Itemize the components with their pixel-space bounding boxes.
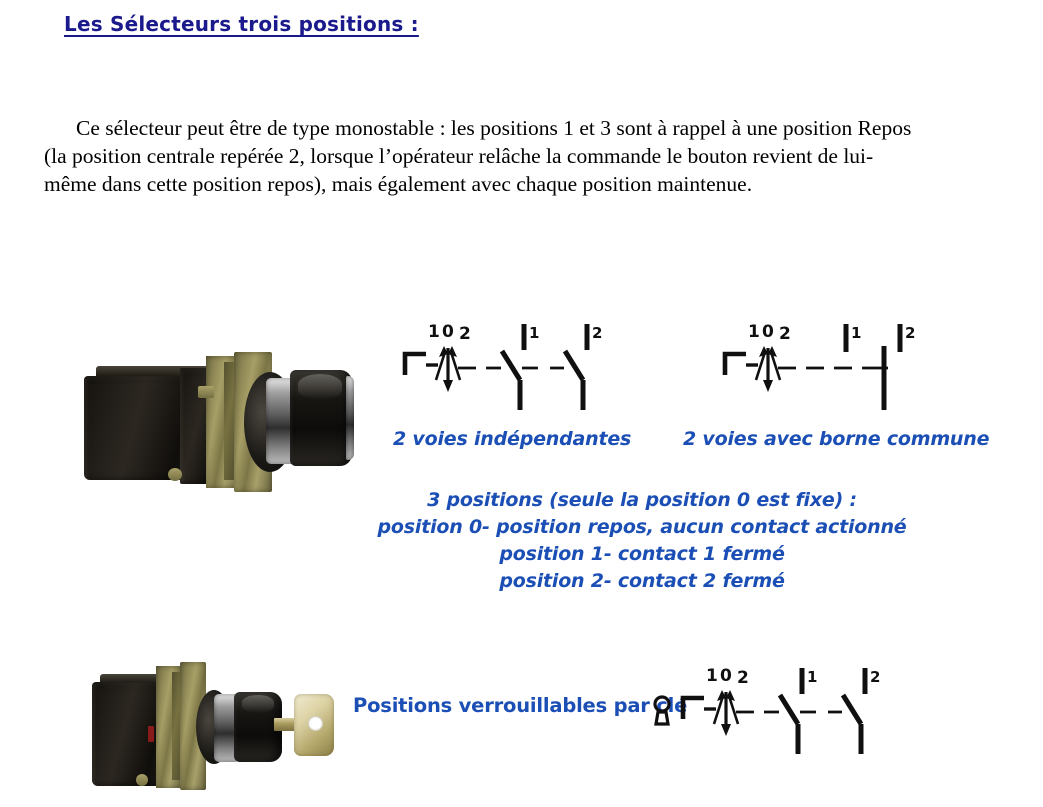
contact-terminal-label-2: 2 [592,324,602,342]
caption-key-lockable-positions: Positions verrouillables par clé [353,694,688,717]
contact-terminal-label-1: 1 [807,668,817,686]
metal-tab-lower [136,774,148,786]
actuator-position-label-0: 0 [442,322,454,342]
key-lock-icon [653,695,671,726]
actuator-position-label-2: 2 [779,324,791,344]
info-line-1: position 0- position repos, aucun contac… [377,516,907,538]
diagram-two-channels-common-terminal: 1 0 2 1 2 [718,318,930,431]
diagram-key-lockable-positions: 1 0 2 1 2 [648,662,888,775]
contact-terminal-label-2: 2 [870,668,880,686]
body-paragraph: Ce sélecteur peut être de type monostabl… [44,115,912,196]
key-selector-switch-photo [92,662,334,790]
caption-two-independent-channels: 2 voies indépendantes [393,428,632,450]
actuator-position-label-0: 0 [762,322,774,342]
info-line-0: 3 positions (seule la position 0 est fix… [427,489,857,511]
selector-switch-photo [84,352,354,492]
contact-terminal-label-2: 2 [905,324,915,342]
knob-end-cap [346,376,354,460]
contact-indicator [148,726,154,742]
actuator-position-label-1: 1 [428,322,440,342]
actuator-position-label-1: 1 [748,322,760,342]
key-barrel-highlight [242,695,274,713]
metal-tab-upper [198,386,214,398]
actuator-position-label-1: 1 [706,666,718,686]
knob-highlight [298,374,342,400]
page-title: Les Sélecteurs trois positions : [64,12,419,36]
actuator-position-label-2: 2 [737,668,749,688]
contact-terminal-label-1: 1 [851,324,861,342]
diagram-two-independent-channels: 1 0 2 1 2 [398,318,610,431]
actuator-position-label-2: 2 [459,324,471,344]
contact-terminal-label-1: 1 [529,324,539,342]
info-line-3: position 2- contact 2 fermé [499,570,785,592]
caption-two-channels-common-terminal: 2 voies avec borne commune [683,428,990,450]
info-line-2: position 1- contact 1 fermé [499,543,785,565]
info-block: 3 positions (seule la position 0 est fix… [322,487,962,595]
key-hole [308,716,323,731]
actuator-position-label-0: 0 [720,666,732,686]
metal-tab-lower [168,468,182,481]
selector-knob [290,370,352,466]
